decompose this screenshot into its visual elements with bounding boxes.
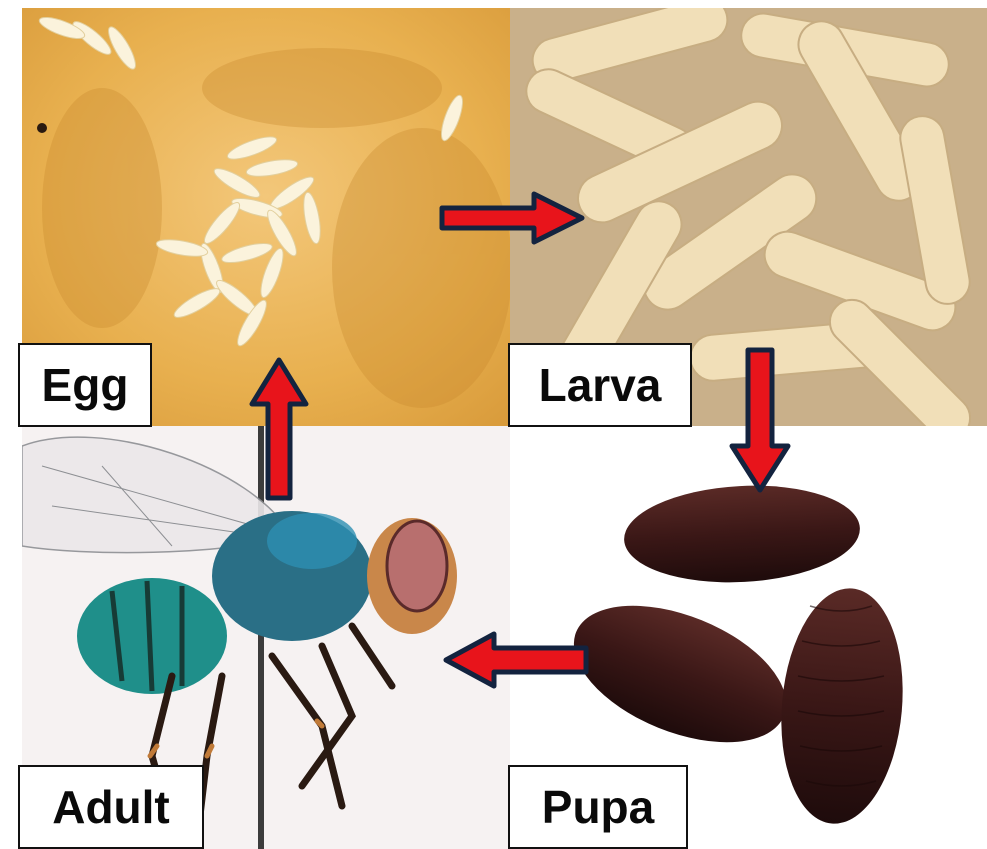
larva-stage-label: Larva: [508, 343, 692, 427]
arrow-left-icon: [440, 628, 590, 692]
egg-stage-label: Egg: [18, 343, 152, 427]
arrow-right-icon: [438, 188, 588, 248]
arrow-up-icon: [246, 356, 312, 502]
adult-stage-label: Adult: [18, 765, 204, 849]
arrow-down-icon: [726, 346, 794, 496]
pupa-stage-label: Pupa: [508, 765, 688, 849]
